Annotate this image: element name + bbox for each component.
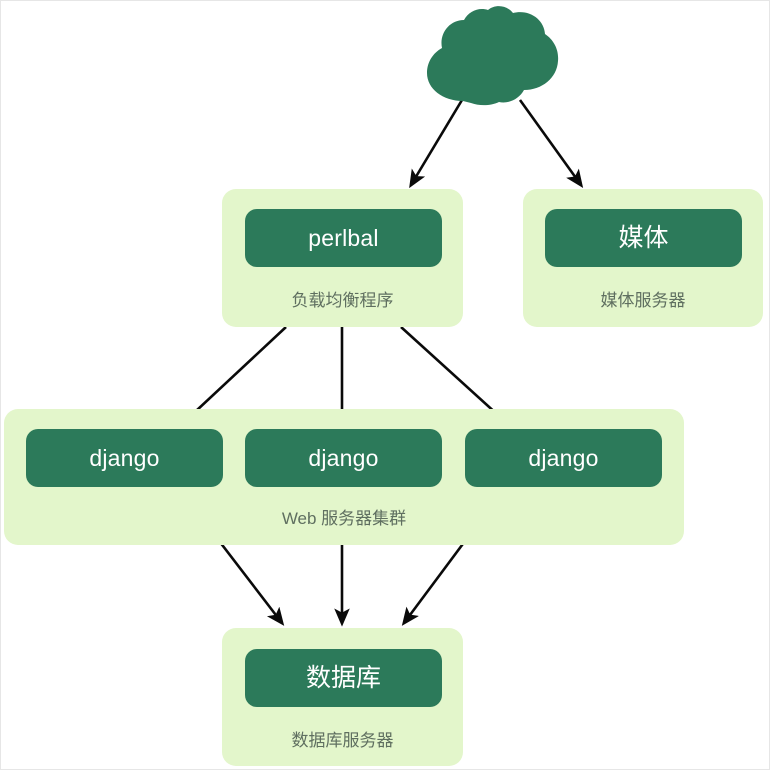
node-django-1-label: django	[89, 444, 160, 471]
node-media[interactable]: 媒体	[545, 209, 742, 267]
internet-cloud-icon	[427, 6, 559, 106]
caption-media-server: 媒体服务器	[600, 291, 686, 310]
node-media-label: 媒体	[618, 223, 669, 252]
node-django-2-label: django	[308, 444, 379, 471]
caption-web-cluster: Web 服务器集群	[281, 509, 407, 528]
node-django-2[interactable]: django	[245, 429, 442, 487]
node-database-label: 数据库	[305, 663, 381, 692]
node-django-3-label: django	[528, 444, 599, 471]
caption-database-server: 数据库服务器	[291, 731, 394, 750]
node-django-3[interactable]: django	[465, 429, 662, 487]
caption-load-balancer: 负载均衡程序	[291, 291, 394, 310]
node-perlbal-label: perlbal	[308, 224, 379, 251]
edge-internet-to-media	[518, 99, 584, 188]
node-perlbal[interactable]: perlbal	[245, 209, 442, 267]
node-database[interactable]: 数据库	[245, 649, 442, 707]
edge-internet-to-perlbal	[409, 99, 464, 189]
node-django-1[interactable]: django	[26, 429, 223, 487]
